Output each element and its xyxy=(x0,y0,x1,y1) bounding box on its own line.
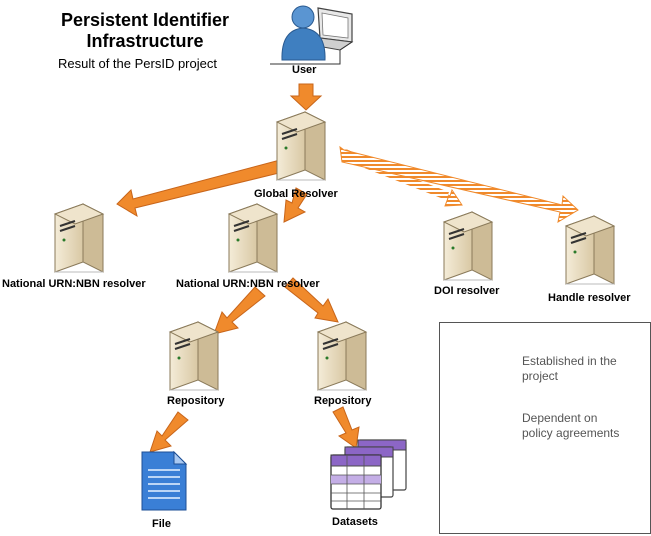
arrow-global-to-national-b xyxy=(283,187,308,223)
global-resolver-label: Global Resolver xyxy=(254,188,338,200)
national-resolver-b-label: National URN:NBN resolver xyxy=(176,278,320,290)
arrow-global-to-national-a xyxy=(116,159,284,218)
legend-dependent-text: Dependent on policy agreements xyxy=(522,411,619,441)
handle-resolver-label: Handle resolver xyxy=(548,292,631,304)
user-label: User xyxy=(292,64,317,76)
arrow-repo-b-to-datasets xyxy=(332,406,360,449)
doi-resolver-server-icon xyxy=(443,211,493,281)
legend-established-text: Established in the project xyxy=(522,354,617,384)
repository-b-server-icon xyxy=(317,321,367,391)
arrow-national-b-to-repo-a xyxy=(213,286,266,335)
file-label: File xyxy=(152,518,171,530)
repository-a-label: Repository xyxy=(167,395,225,407)
datasets-icon xyxy=(330,439,407,510)
national-resolver-a-label: National URN:NBN resolver xyxy=(2,278,146,290)
legend-dependent-line-2: policy agreements xyxy=(522,426,620,440)
arrow-user-to-global xyxy=(289,83,323,111)
national-resolver-a-server-icon xyxy=(54,203,104,273)
legend-established-line-2: project xyxy=(522,369,559,383)
file-icon xyxy=(141,450,188,511)
doi-resolver-label: DOI resolver xyxy=(434,285,500,297)
legend-established-line-1: Established in the xyxy=(522,354,617,368)
handle-resolver-server-icon xyxy=(565,215,615,285)
national-resolver-b-server-icon xyxy=(228,203,278,273)
repository-a-server-icon xyxy=(169,321,219,391)
legend-dependent-line-1: Dependent on xyxy=(522,411,598,425)
arrow-global-to-handle xyxy=(339,145,579,224)
diagram-subtitle: Result of the PersID project xyxy=(58,56,217,71)
legend-box xyxy=(439,322,651,534)
global-resolver-server-icon xyxy=(276,111,326,181)
title-line-2: Infrastructure xyxy=(86,31,204,51)
datasets-label: Datasets xyxy=(332,516,378,528)
arrow-repo-a-to-file xyxy=(149,411,189,453)
repository-b-label: Repository xyxy=(314,395,372,407)
title-line-1: Persistent Identifier xyxy=(60,10,230,30)
user-icon xyxy=(270,5,354,65)
arrow-national-b-to-repo-b xyxy=(284,277,339,323)
diagram-title: Persistent Identifier Infrastructure xyxy=(40,10,250,52)
